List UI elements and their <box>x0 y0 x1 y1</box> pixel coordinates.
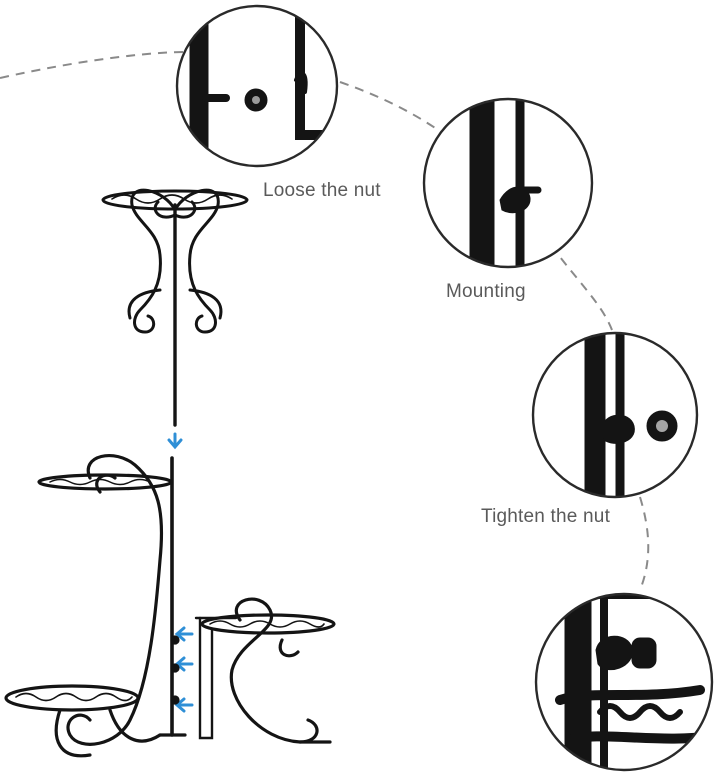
frame-bar <box>584 333 606 497</box>
frame-bar <box>469 99 495 267</box>
right-arm <box>229 597 319 744</box>
inner-curl-right <box>173 200 197 219</box>
bolt-head <box>601 414 635 444</box>
pole-bolt <box>170 695 180 705</box>
tall-s-curve-inner <box>95 473 117 494</box>
detail-circle-loose <box>175 4 339 168</box>
base-feet <box>158 733 332 744</box>
bottom-left-leg <box>54 708 162 758</box>
arrow-down-icon <box>167 432 183 450</box>
clamp-bracket <box>198 616 214 740</box>
arrow-left-icon <box>174 626 194 642</box>
frame-bar <box>189 6 209 166</box>
nut-hole <box>252 96 260 104</box>
detail-circle-finished <box>534 592 714 772</box>
side-curl-right <box>188 288 223 320</box>
nut-icon <box>631 637 657 669</box>
bracket-slot <box>294 71 308 94</box>
detail-circle-tighten <box>531 331 699 499</box>
side-curl-left <box>127 288 162 320</box>
caption-loose-the-nut: Loose the nut <box>263 180 381 201</box>
bottom-left-plate-scroll <box>15 692 133 702</box>
tall-s-curve <box>66 454 164 746</box>
detail-circle-mounting <box>422 97 594 269</box>
plate-scroll-fine <box>597 703 683 721</box>
lower-stand <box>4 454 336 758</box>
pole-bolt <box>170 635 180 645</box>
heart-scroll-left <box>130 188 177 334</box>
right-arm-curl <box>278 638 300 658</box>
heart-scroll-right <box>173 188 220 334</box>
nut-hole <box>656 420 668 432</box>
top-stand-tier <box>101 188 249 427</box>
caption-tighten-the-nut: Tighten the nut <box>481 506 611 527</box>
inner-curl-left <box>153 200 177 219</box>
arrow-left-icon <box>174 697 194 713</box>
right-plate <box>200 613 336 635</box>
top-plate-scroll <box>111 194 233 204</box>
pole-bolt <box>170 663 180 673</box>
bottom-left-plate <box>4 684 140 712</box>
middle-plate-scroll <box>49 478 151 486</box>
caption-mounting: Mounting <box>446 281 526 302</box>
